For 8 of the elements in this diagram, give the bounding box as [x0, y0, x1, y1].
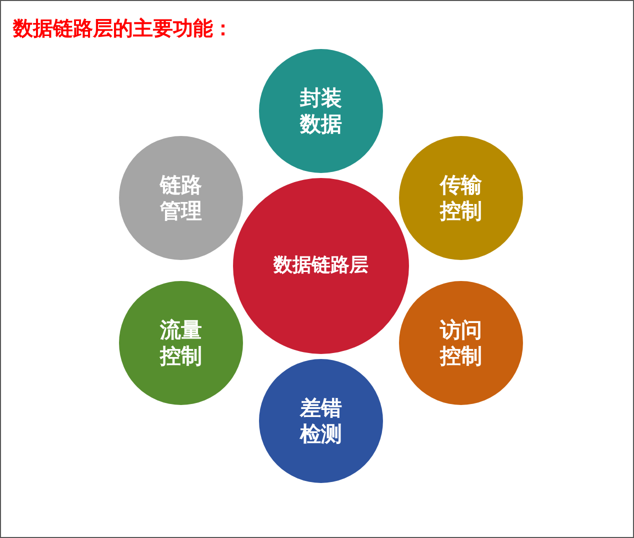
circle-label: 访问控制	[438, 316, 483, 370]
circle-label: 流量控制	[158, 316, 203, 370]
circle-label: 传输控制	[438, 172, 483, 224]
circle-label: 封装数据	[298, 84, 343, 138]
circle-label: 差错检测	[298, 394, 343, 448]
circle-label: 数据链路层	[272, 254, 370, 278]
circle-label: 链路管理	[158, 172, 203, 224]
heading: 数据链路层的主要功能：	[13, 15, 233, 42]
